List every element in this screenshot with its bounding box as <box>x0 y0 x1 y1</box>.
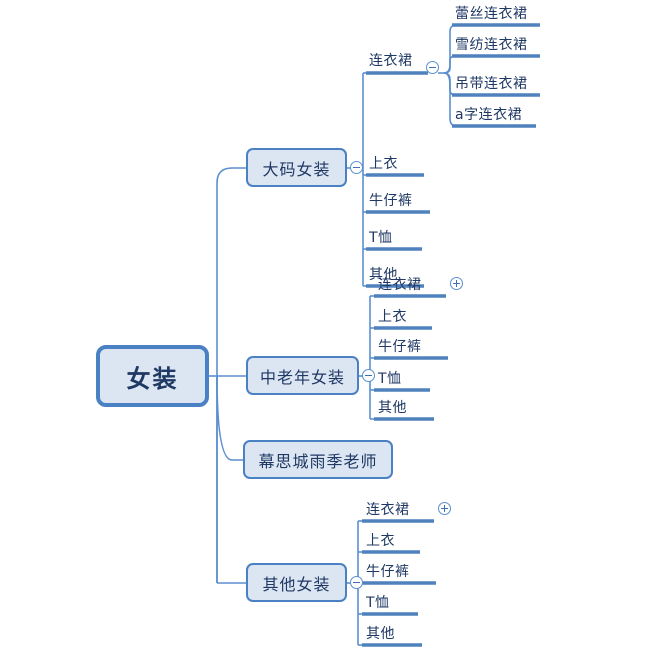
branch-node-label: 幕思城雨季老师 <box>258 451 378 471</box>
child-node-label: T恤 <box>378 371 402 387</box>
leaf-node-azi-lianyiqun[interactable]: a字连衣裙 <box>455 106 522 124</box>
child-node-label: 其他 <box>378 400 407 416</box>
branch-node-label: 中老年女装 <box>259 367 345 387</box>
root-node-label: 女装 <box>126 364 179 393</box>
child-node-txu-zhonglaonian[interactable]: T恤 <box>378 370 402 388</box>
child-node-label: 牛仔裤 <box>366 564 410 580</box>
child-node-label: 上衣 <box>369 156 398 172</box>
child-node-label: 连衣裙 <box>366 502 410 518</box>
child-node-label: 连衣裙 <box>378 277 422 293</box>
child-node-shangyi-qita[interactable]: 上衣 <box>366 532 395 550</box>
leaf-node-diaodai-lianyiqun[interactable]: 吊带连衣裙 <box>455 75 528 93</box>
child-node-lianyiqun-dama[interactable]: 连衣裙 <box>369 52 413 70</box>
leaf-node-xuefang-lianyiqun[interactable]: 雪纺连衣裙 <box>455 36 528 54</box>
child-node-lianyiqun-qita[interactable]: 连衣裙 <box>366 501 410 519</box>
collapse-toggle-qita-nvzhuang[interactable] <box>350 576 363 589</box>
child-node-shangyi-zhonglaonian[interactable]: 上衣 <box>378 308 407 326</box>
child-node-label: T恤 <box>369 230 393 246</box>
child-node-label: 其他 <box>369 267 398 283</box>
child-node-niuzaiku-zhonglaonian[interactable]: 牛仔裤 <box>378 338 422 356</box>
branch-node-musicheng-yuji-laoshi[interactable]: 幕思城雨季老师 <box>243 440 393 479</box>
branch-node-label: 大码女装 <box>262 159 331 179</box>
child-node-label: 其他 <box>366 626 395 642</box>
leaf-node-leisi-lianyiqun[interactable]: 蕾丝连衣裙 <box>455 5 528 23</box>
branch-node-zhonglaonian-nvzhuang[interactable]: 中老年女装 <box>246 356 359 395</box>
child-node-niuzaiku-qita[interactable]: 牛仔裤 <box>366 563 410 581</box>
leaf-node-label: a字连衣裙 <box>455 107 523 123</box>
child-node-qita-zhonglaonian[interactable]: 其他 <box>378 399 407 417</box>
leaf-node-label: 蕾丝连衣裙 <box>455 6 528 22</box>
leaf-node-label: 雪纺连衣裙 <box>455 37 528 53</box>
branch-node-qita-nvzhuang[interactable]: 其他女装 <box>246 563 347 602</box>
collapse-toggle-zhonglaonian-nvzhuang[interactable] <box>362 369 375 382</box>
child-node-txu-dama[interactable]: T恤 <box>369 229 393 247</box>
collapse-toggle-lianyiqun-dama[interactable] <box>426 61 439 74</box>
child-node-label: 牛仔裤 <box>378 339 422 355</box>
child-node-qita-dama[interactable]: 其他 <box>369 266 398 284</box>
branch-node-label: 其他女装 <box>262 574 331 594</box>
child-node-shangyi-dama[interactable]: 上衣 <box>369 155 398 173</box>
child-node-txu-qita[interactable]: T恤 <box>366 594 390 612</box>
child-node-label: T恤 <box>366 595 390 611</box>
branch-node-dama-nvzhuang[interactable]: 大码女装 <box>246 148 347 187</box>
child-node-qita-qita[interactable]: 其他 <box>366 625 395 643</box>
child-node-lianyiqun-zhonglaonian[interactable]: 连衣裙 <box>378 276 422 294</box>
child-node-label: 牛仔裤 <box>369 193 413 209</box>
child-node-label: 上衣 <box>366 533 395 549</box>
child-node-label: 连衣裙 <box>369 53 413 69</box>
root-node[interactable]: 女装 <box>96 345 209 407</box>
child-node-label: 上衣 <box>378 309 407 325</box>
child-node-niuzaiku-dama[interactable]: 牛仔裤 <box>369 192 413 210</box>
expand-toggle-lianyiqun-zhonglaonian[interactable] <box>450 277 463 290</box>
expand-toggle-lianyiqun-qita[interactable] <box>438 502 451 515</box>
leaf-node-label: 吊带连衣裙 <box>455 76 528 92</box>
collapse-toggle-dama-nvzhuang[interactable] <box>350 161 363 174</box>
